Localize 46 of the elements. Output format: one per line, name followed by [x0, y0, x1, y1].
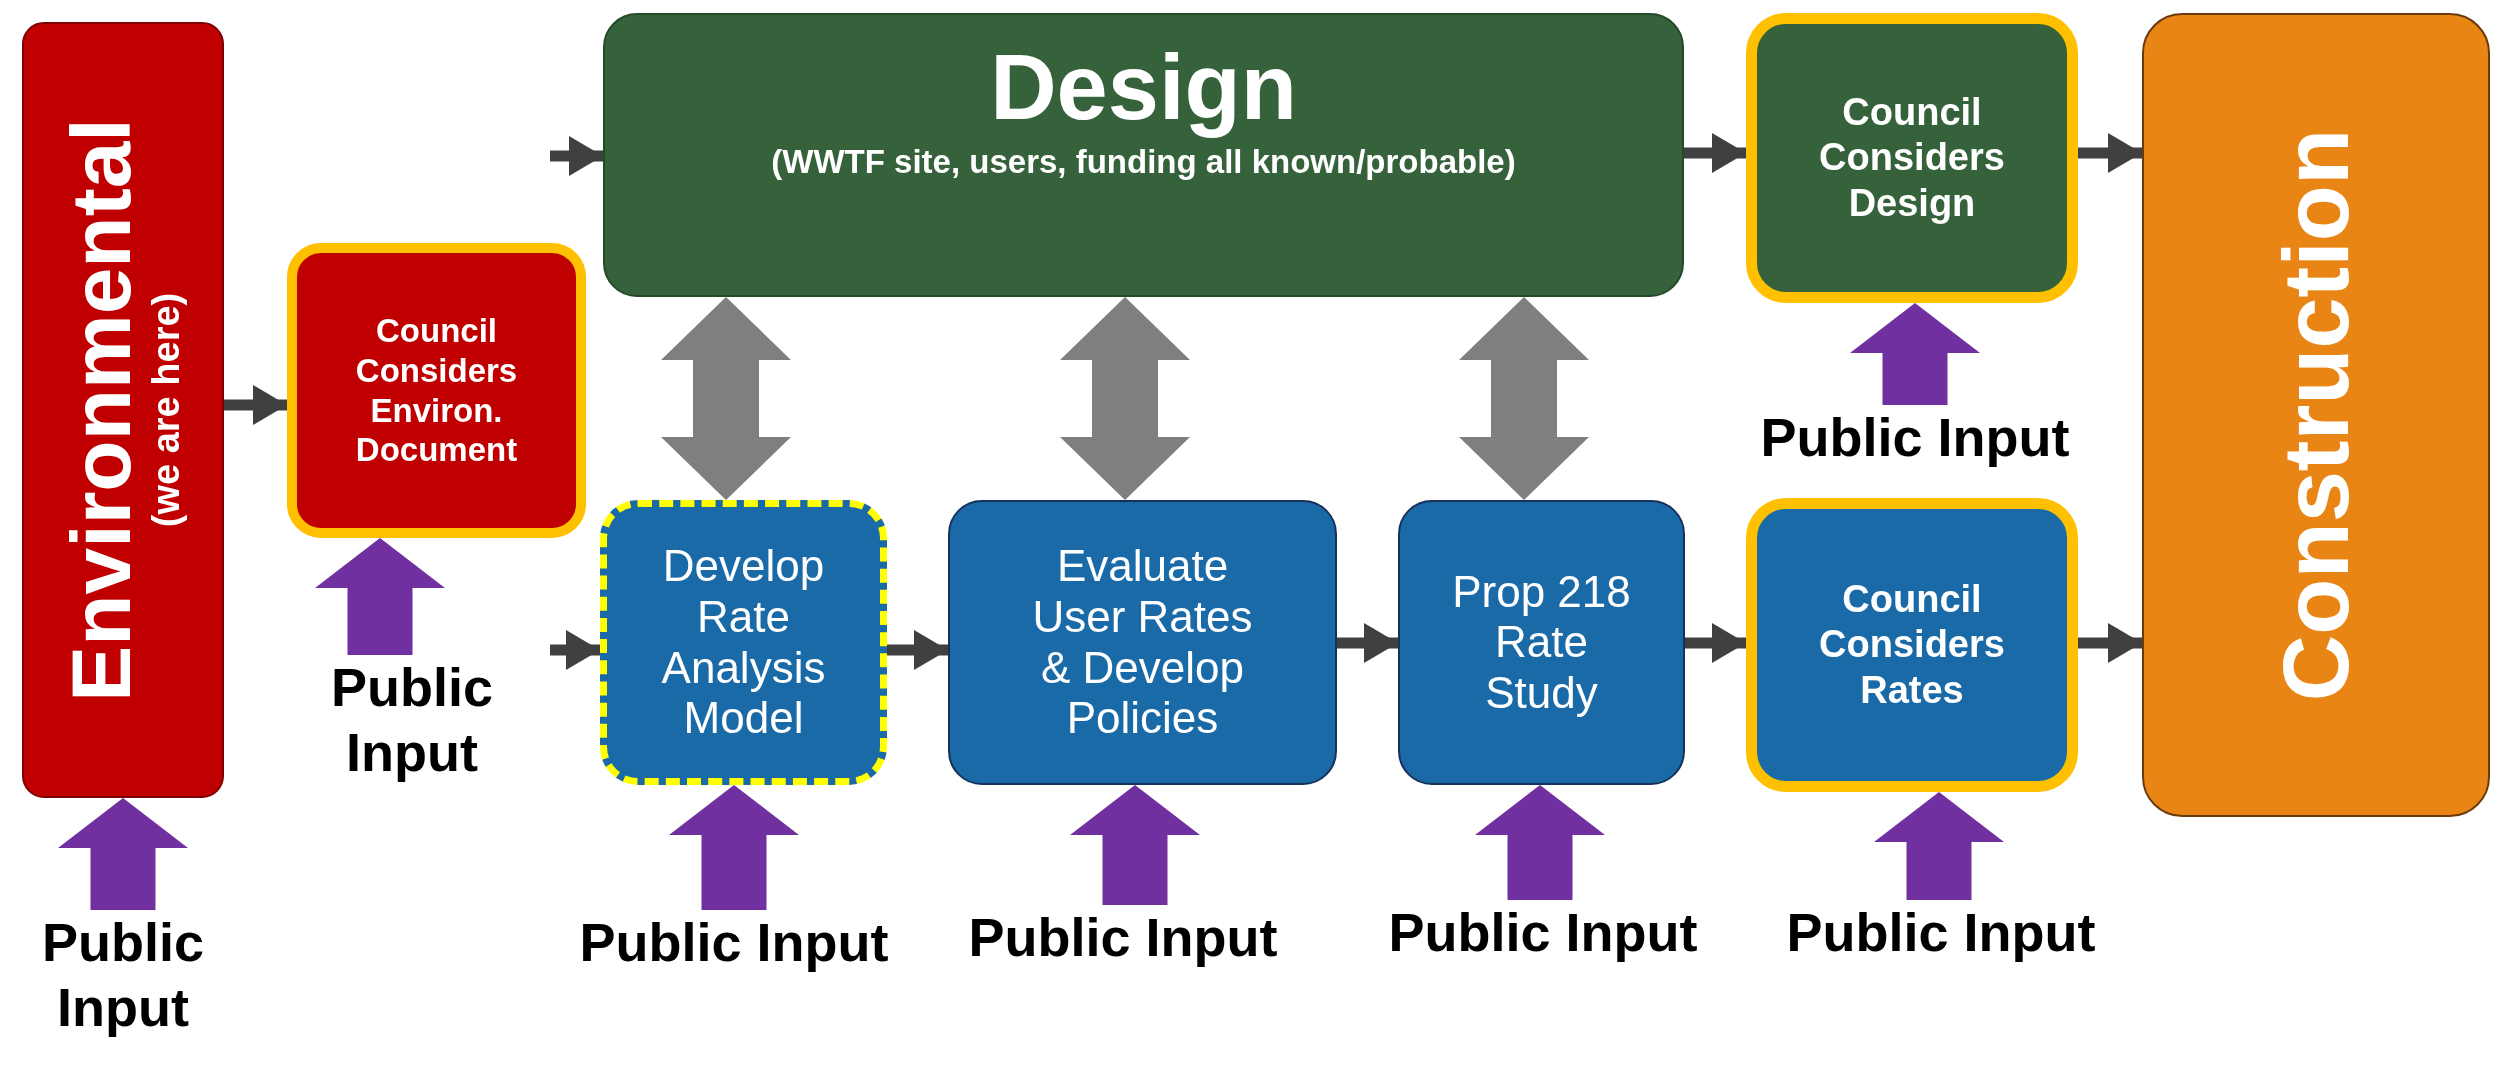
arrow — [550, 630, 600, 670]
arrow — [887, 630, 948, 670]
arrow — [1337, 623, 1398, 663]
arrow — [1070, 785, 1200, 905]
stage-note: (WWTF site, users, funding all known/probable) — [771, 141, 1516, 182]
arrow — [1684, 133, 1746, 173]
process-box — [600, 500, 887, 785]
arrow — [58, 798, 188, 910]
box-text: Council Considers Environ. Document — [354, 311, 519, 470]
council-box — [1746, 13, 2078, 303]
process-box — [1398, 500, 1685, 785]
box-text: Develop Rate Analysis Model — [660, 541, 827, 744]
stage-title: Environmental — [57, 118, 146, 702]
public-input-label: Public Input — [1735, 405, 2095, 471]
double-arrow — [1060, 297, 1190, 500]
arrow — [315, 538, 445, 655]
stage-box — [22, 22, 224, 798]
public-input-label: Public Input — [1761, 900, 2121, 966]
box-text: Prop 218 Rate Study — [1451, 566, 1632, 719]
stage-box — [603, 13, 1684, 297]
public-input-label: Public Input — [325, 655, 499, 787]
public-input-label: Public Input — [0, 910, 246, 1042]
box-text: Council Considers Rates — [1818, 576, 2006, 713]
arrow — [1475, 785, 1605, 900]
stage-note: (we are here) — [145, 292, 189, 528]
public-input-label: Public Input — [943, 905, 1303, 971]
arrow — [1685, 623, 1746, 663]
double-arrow — [1459, 297, 1589, 500]
arrow — [2078, 133, 2142, 173]
stage-title: Design — [990, 35, 1297, 140]
council-box — [1746, 498, 2078, 792]
arrow — [2078, 623, 2142, 663]
council-box — [287, 243, 586, 538]
public-input-label: Public Input — [554, 910, 914, 976]
arrow — [550, 136, 603, 176]
process-box — [948, 500, 1337, 785]
stage-box — [2142, 13, 2490, 817]
arrow — [1850, 303, 1980, 405]
arrow — [669, 785, 799, 910]
stage-title: Construction — [2267, 128, 2365, 702]
public-input-label: Public Input — [1363, 900, 1723, 966]
arrow — [1874, 792, 2004, 900]
box-text: Evaluate User Rates & Develop Policies — [1031, 541, 1254, 744]
box-text: Council Considers Design — [1818, 89, 2006, 226]
arrow — [224, 385, 287, 425]
double-arrow — [661, 297, 791, 500]
